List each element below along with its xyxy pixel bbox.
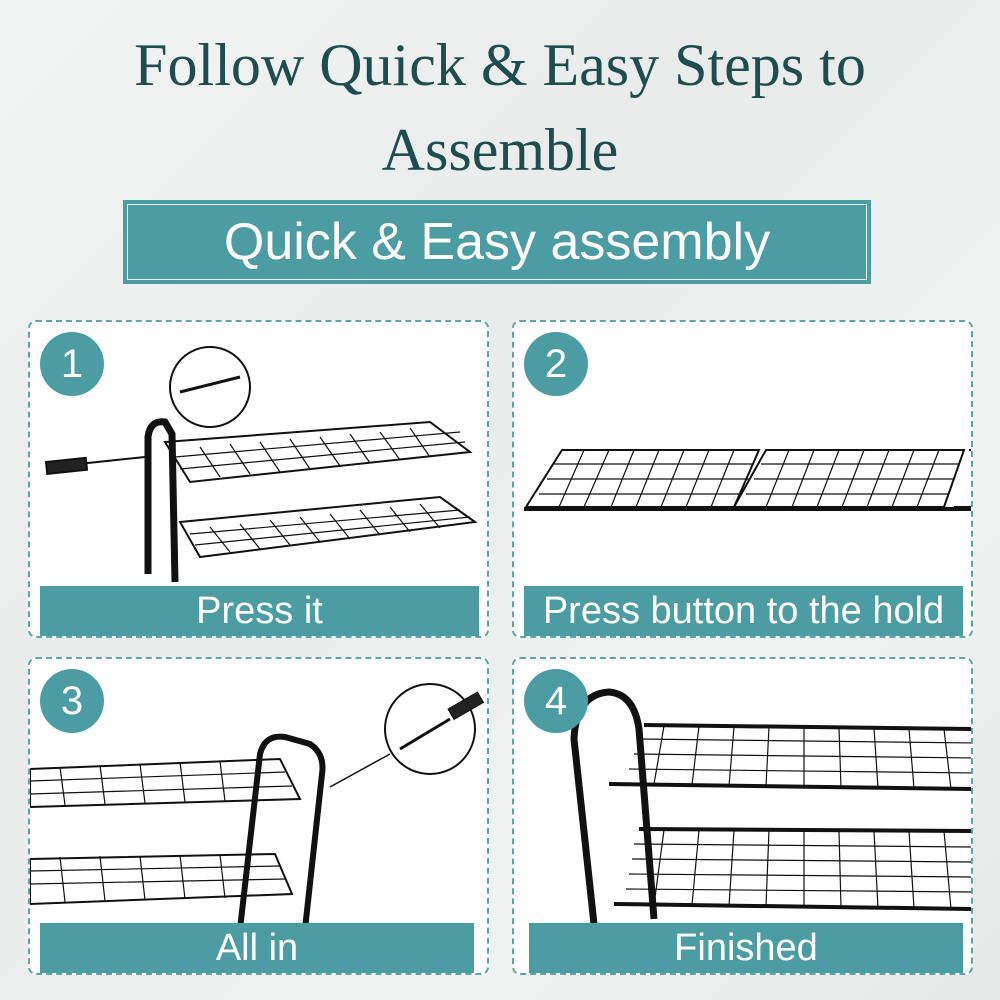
heading-line-2: Assemble <box>381 117 619 183</box>
shelf-side-illustration <box>30 683 485 930</box>
step-caption: Finished <box>529 923 963 973</box>
step-caption: Press it <box>40 586 479 636</box>
step-number-badge: 2 <box>524 332 588 396</box>
step-number-badge: 3 <box>40 669 104 733</box>
step-caption: Press button to the hold <box>524 586 963 636</box>
step-number-badge: 1 <box>40 332 104 396</box>
banner-text: Quick & Easy assembly <box>127 204 867 280</box>
step-3-panel: 3 All in <box>28 657 489 975</box>
heading-line-1: Follow Quick & Easy Steps to <box>134 32 866 98</box>
step-2-panel: 2 Press button to the hold <box>512 320 973 638</box>
shelf-grid-illustration <box>524 449 971 511</box>
assembly-banner: Quick & Easy assembly <box>123 200 871 284</box>
step-caption: All in <box>40 923 474 973</box>
shelf-assembly-illustration <box>44 346 478 583</box>
step-1-panel: 1 Press it <box>28 320 489 638</box>
step-number-badge: 4 <box>524 669 588 733</box>
step-4-panel: 4 Finished <box>512 657 973 975</box>
